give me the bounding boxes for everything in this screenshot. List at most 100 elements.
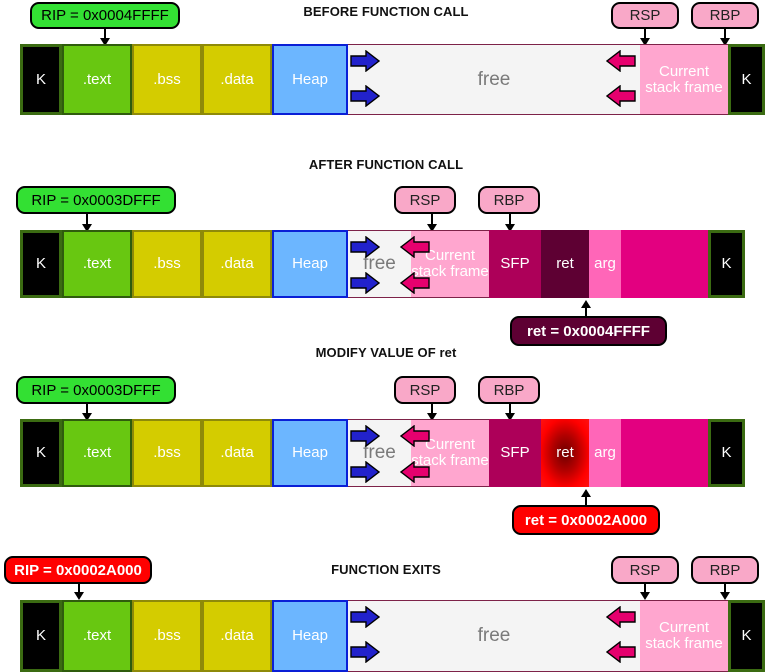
segment-bss: .bss [132,419,202,487]
segment-kernel-high: K [728,44,765,115]
segment-heap: Heap [272,419,348,487]
rbp-register-box: RBP [691,2,759,29]
arrow-down-icon [427,224,437,232]
segment-ret: ret [541,419,589,487]
rbp-connector [724,29,726,41]
rip-connector [78,584,80,594]
panel-title: FUNCTION EXITS [331,562,441,577]
segment-text: .text [62,419,132,487]
segment-heap: Heap [272,600,348,672]
segment-sfp: SFP [489,419,541,487]
segment-free: free [348,44,640,115]
segment-ret: ret [541,230,589,298]
memory-layout-bar: K .text .bss .data Heap free Current sta… [20,230,765,298]
segment-kernel-high: K [708,230,745,298]
arrow-down-icon [82,224,92,232]
rip-callout: RIP = 0x0004FFFF [30,2,180,29]
memory-layout-bar: K .text .bss .data Heap free Current sta… [20,600,765,672]
rip-connector [104,29,106,41]
segment-bss: .bss [132,230,202,298]
segment-kernel-high: K [708,419,745,487]
ret-connector [585,497,587,507]
chevron-right-icon [350,606,380,628]
chevron-right-icon [350,641,380,663]
chevron-right-icon [350,50,380,72]
segment-bss: .bss [132,44,202,115]
rsp-register-box: RSP [394,186,456,214]
chevron-left-icon [606,606,636,628]
segment-text: .text [62,44,132,115]
segment-heap: Heap [272,44,348,115]
arrow-up-icon [581,300,591,308]
segment-free: free [348,600,640,672]
segment-arg: arg [589,419,621,487]
rbp-connector [509,214,511,226]
chevron-right-icon [350,425,380,447]
segment-data: .data [202,230,272,298]
chevron-right-icon [350,461,380,483]
chevron-left-icon [606,641,636,663]
panel-title: MODIFY VALUE OF ret [315,345,457,360]
arrow-down-icon [82,413,92,421]
segment-heap: Heap [272,230,348,298]
memory-layout-bar: K .text .bss .data Heap free Current sta… [20,419,765,487]
arrow-down-icon [100,38,110,46]
segment-data: .data [202,600,272,672]
arrow-down-icon [720,38,730,46]
segment-kernel-low: K [20,44,62,115]
arrow-down-icon [640,38,650,46]
arrow-up-icon [581,489,591,497]
chevron-left-icon [400,236,430,258]
rsp-connector [431,404,433,416]
rbp-register-box: RBP [478,376,540,404]
segment-rest [621,419,708,487]
rsp-register-box: RSP [394,376,456,404]
segment-text: .text [62,600,132,672]
rsp-connector [644,584,646,594]
arrow-down-icon [427,413,437,421]
rbp-register-box: RBP [478,186,540,214]
segment-kernel-low: K [20,419,62,487]
ret-value-callout: ret = 0x0002A000 [512,505,660,535]
arrow-down-icon [720,592,730,600]
ret-value-callout: ret = 0x0004FFFF [510,316,667,346]
chevron-right-icon [350,85,380,107]
segment-current-stack-frame: Current stack frame [640,600,728,672]
ret-connector [585,308,587,318]
rip-callout: RIP = 0x0002A000 [4,556,152,584]
rip-callout: RIP = 0x0003DFFF [16,186,176,214]
chevron-left-icon [400,272,430,294]
rsp-connector [644,29,646,41]
memory-layout-bar: K .text .bss .data Heap free Current sta… [20,44,765,115]
rsp-connector [431,214,433,226]
segment-kernel-low: K [20,230,62,298]
rsp-register-box: RSP [611,556,679,584]
rbp-connector [509,404,511,416]
chevron-right-icon [350,272,380,294]
arrow-down-icon [505,224,515,232]
panel-title: BEFORE FUNCTION CALL [303,4,469,19]
arrow-down-icon [74,592,84,600]
segment-kernel-low: K [20,600,62,672]
segment-kernel-high: K [728,600,765,672]
rip-connector [86,214,88,226]
rsp-register-box: RSP [611,2,679,29]
segment-data: .data [202,419,272,487]
rbp-connector [724,584,726,594]
arrow-down-icon [640,592,650,600]
chevron-left-icon [400,425,430,447]
chevron-left-icon [606,85,636,107]
segment-rest [621,230,708,298]
arrow-down-icon [505,413,515,421]
panel-title: AFTER FUNCTION CALL [308,157,464,172]
segment-current-stack-frame: Current stack frame [640,44,728,115]
segment-sfp: SFP [489,230,541,298]
segment-bss: .bss [132,600,202,672]
segment-text: .text [62,230,132,298]
chevron-left-icon [606,50,636,72]
rbp-register-box: RBP [691,556,759,584]
segment-arg: arg [589,230,621,298]
rip-connector [86,404,88,416]
rip-callout: RIP = 0x0003DFFF [16,376,176,404]
chevron-right-icon [350,236,380,258]
